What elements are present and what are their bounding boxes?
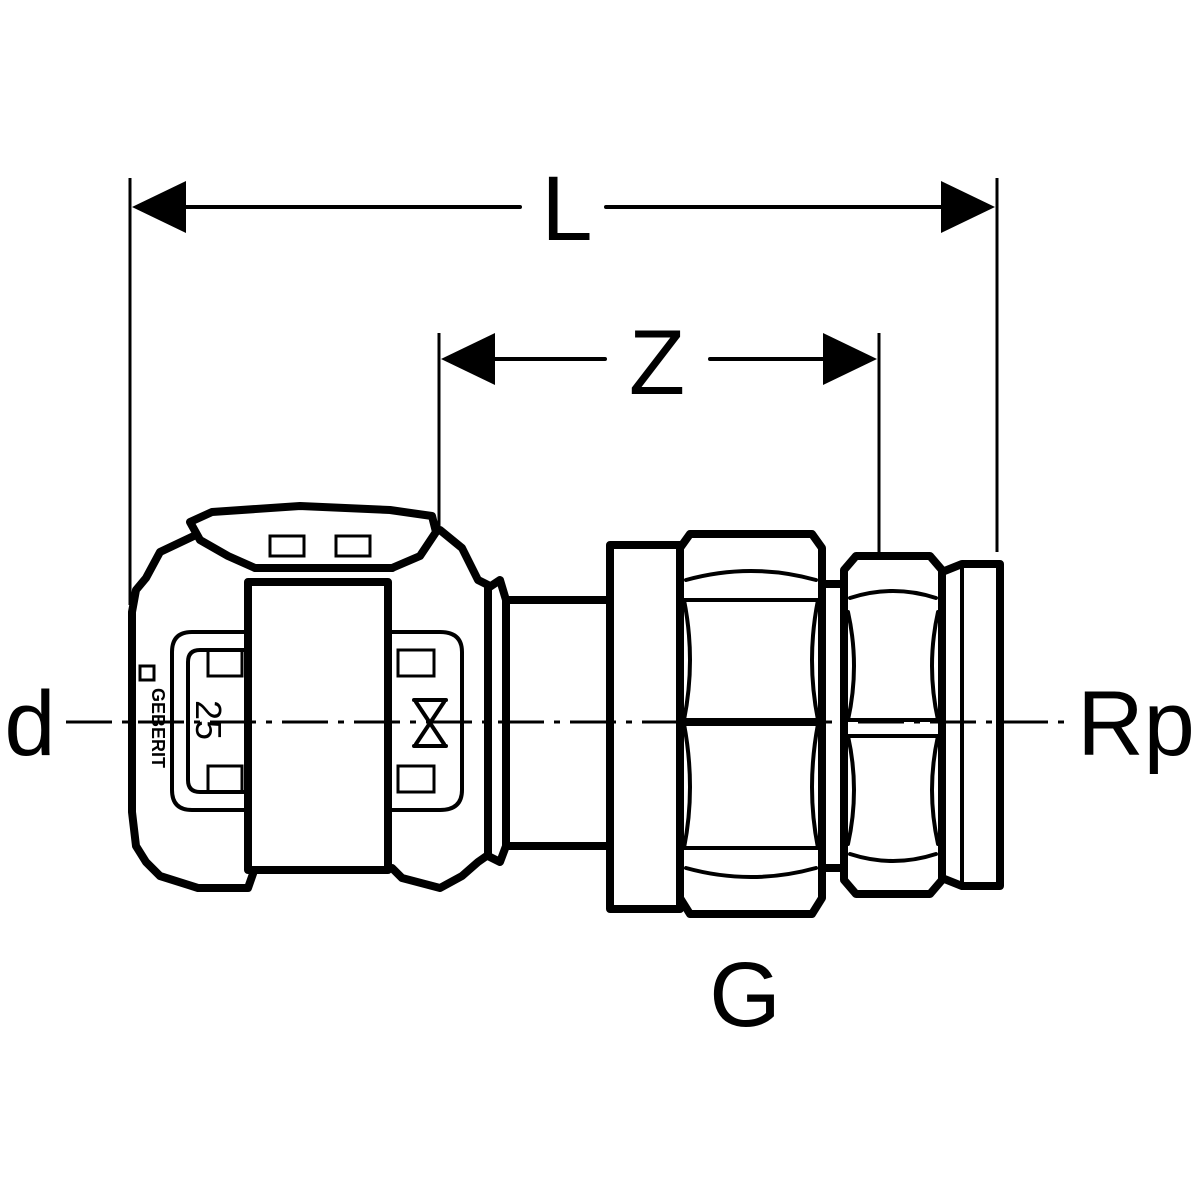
rp-label: Rp (1077, 673, 1195, 775)
g-label: G (709, 944, 781, 1046)
fitting-markings: GEBERIT 25 (138, 664, 448, 768)
l-arrow-right (941, 181, 995, 233)
union-flange (606, 541, 684, 913)
threaded-end-rp (938, 560, 1004, 890)
clip-window-right (334, 534, 372, 558)
brand-marking: GEBERIT (148, 688, 168, 768)
dimension-l: L (128, 158, 999, 605)
press-connector-clip (186, 502, 440, 572)
hex-nut-face-edges (682, 598, 820, 850)
small-hex-nut (840, 552, 946, 898)
fitting-body (128, 502, 1004, 918)
brand-logo-square (138, 664, 156, 682)
z-label: Z (629, 312, 685, 414)
window-slot-bottom (206, 764, 244, 794)
connector-window-inner (186, 648, 250, 794)
small-nut-flat-curves (846, 610, 940, 846)
window-slot-bottom-right (396, 764, 436, 794)
l-arrow-left (132, 181, 186, 233)
z-arrow-right (823, 333, 877, 385)
size-marking: 25 (188, 700, 229, 740)
l-label: L (541, 158, 592, 260)
small-nut-mid-line (846, 718, 940, 738)
clip-window-left (268, 534, 306, 558)
z-arrow-left (441, 333, 495, 385)
window-slot-top (206, 648, 244, 678)
hex-nut-flat-curves (682, 598, 820, 850)
hex-nut-mid-line (682, 718, 820, 726)
d-label: d (4, 673, 55, 775)
window-slot-top-right (396, 648, 436, 678)
hex-nut-chamfer-lines (684, 569, 818, 879)
press-indicator-band (244, 578, 392, 874)
small-nut-chamfer-lines (848, 589, 938, 863)
dimension-z: Z (437, 312, 881, 690)
